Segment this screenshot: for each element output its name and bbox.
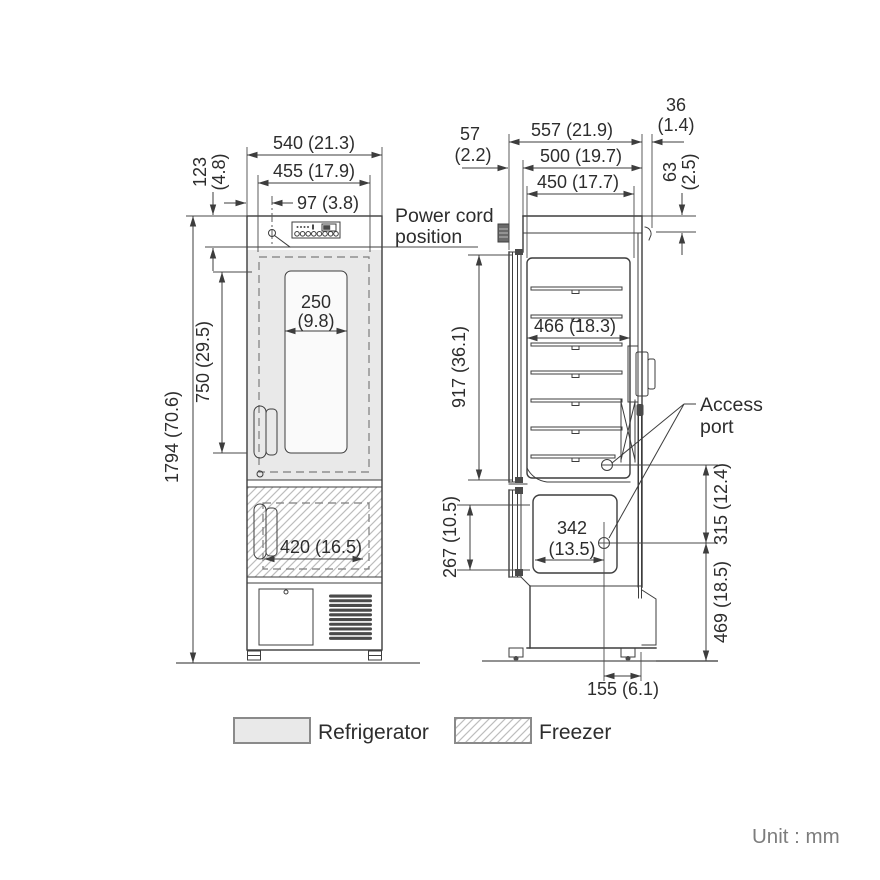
freezer-liner-dashed (262, 502, 370, 570)
dim-side-port-height-upper: 315 (12.4) (711, 463, 731, 545)
dim-front-cord-offset: 97 (3.8) (297, 193, 359, 213)
side-view (482, 215, 718, 662)
front-feet (247, 650, 382, 661)
door-window (284, 270, 348, 454)
front-view (176, 196, 420, 664)
dim-front-window-width-value: 250 (301, 292, 331, 312)
power-cord-label-line1: Power cord (395, 205, 494, 227)
side-interior (508, 257, 631, 485)
freezer-door-hatched (247, 487, 382, 577)
dim-side-back-clearance-value: 36 (666, 95, 686, 115)
dim-front-cord-drop-value: 123 (190, 157, 210, 187)
back-brace (620, 399, 636, 463)
refrigerator-handle (253, 405, 278, 459)
refrigerator-liner-dashed (258, 256, 370, 473)
dim-front-window-height: 750 (29.5) (193, 321, 213, 403)
dim-side-front-clearance-inch: (2.2) (454, 145, 491, 165)
dim-front-liner-width: 455 (17.9) (273, 161, 355, 181)
dim-side-interior-height: 917 (36.1) (449, 326, 469, 408)
dim-side-port-back-offset: 155 (6.1) (587, 679, 659, 699)
control-panel-buttons (294, 231, 339, 237)
machine-compartment (258, 588, 372, 646)
dim-side-overall-depth: 557 (21.9) (531, 120, 613, 140)
legend-refrigerator-label: Refrigerator (318, 721, 429, 744)
dim-side-back-clearance-inch: (1.4) (657, 115, 694, 135)
side-machine-compartment (508, 576, 657, 661)
door-lock-keyhole (256, 470, 264, 478)
dim-front-freezer-width: 420 (16.5) (280, 537, 362, 557)
dim-side-top-step-inch: (2.5) (679, 153, 699, 190)
dim-side-port-depth-inch: (13.5) (548, 539, 595, 559)
dim-front-window-width-inch: (9.8) (297, 311, 334, 331)
machine-compartment-panel (258, 588, 314, 646)
power-cord-mark (268, 196, 291, 248)
dim-side-port-height-lower: 469 (18.5) (711, 561, 731, 643)
cord-hook (644, 226, 652, 241)
legend-freezer-label: Freezer (539, 721, 611, 744)
dim-side-body-depth: 500 (19.7) (540, 146, 622, 166)
dim-front-cord-drop-inch: (4.8) (209, 153, 229, 190)
dim-side-interior-depth: 450 (17.7) (537, 172, 619, 192)
side-freezer-interior (532, 494, 618, 574)
dim-side-front-clearance-value: 57 (460, 124, 480, 144)
side-freezer-door (508, 487, 523, 578)
front-view-dimensions: 540 (21.3) 455 (17.9) 97 (3.8) 123 (4.8)… (162, 133, 494, 663)
legend: Refrigerator Freezer (233, 717, 611, 744)
dim-side-top-step-value: 63 (660, 162, 680, 182)
dim-front-overall-height: 1794 (70.6) (162, 391, 182, 483)
power-cord-label-line2: position (395, 226, 462, 248)
side-refrigerator-door (508, 249, 523, 483)
dim-side-freezer-interior-height: 267 (10.5) (440, 496, 460, 578)
dim-side-port-depth-value: 342 (557, 518, 587, 538)
control-panel (291, 221, 341, 239)
vent-grille (329, 594, 372, 640)
side-view-dimensions: 557 (21.9) 36 (1.4) 57 (2.2) 500 (19.7) … (440, 95, 763, 699)
access-port-label-line1: Access (700, 394, 763, 416)
unit-note: Unit : mm (752, 825, 840, 848)
wall-spacer-bracket (627, 345, 656, 403)
dim-side-shelf-depth: 466 (18.3) (534, 316, 616, 336)
shelves (530, 286, 623, 462)
panel-screw (283, 589, 289, 595)
dim-front-overall-width: 540 (21.3) (273, 133, 355, 153)
legend-freezer-swatch (454, 717, 532, 744)
power-cord-back (636, 404, 644, 599)
legend-refrigerator-swatch (233, 717, 311, 744)
access-port-label-line2: port (700, 416, 734, 438)
